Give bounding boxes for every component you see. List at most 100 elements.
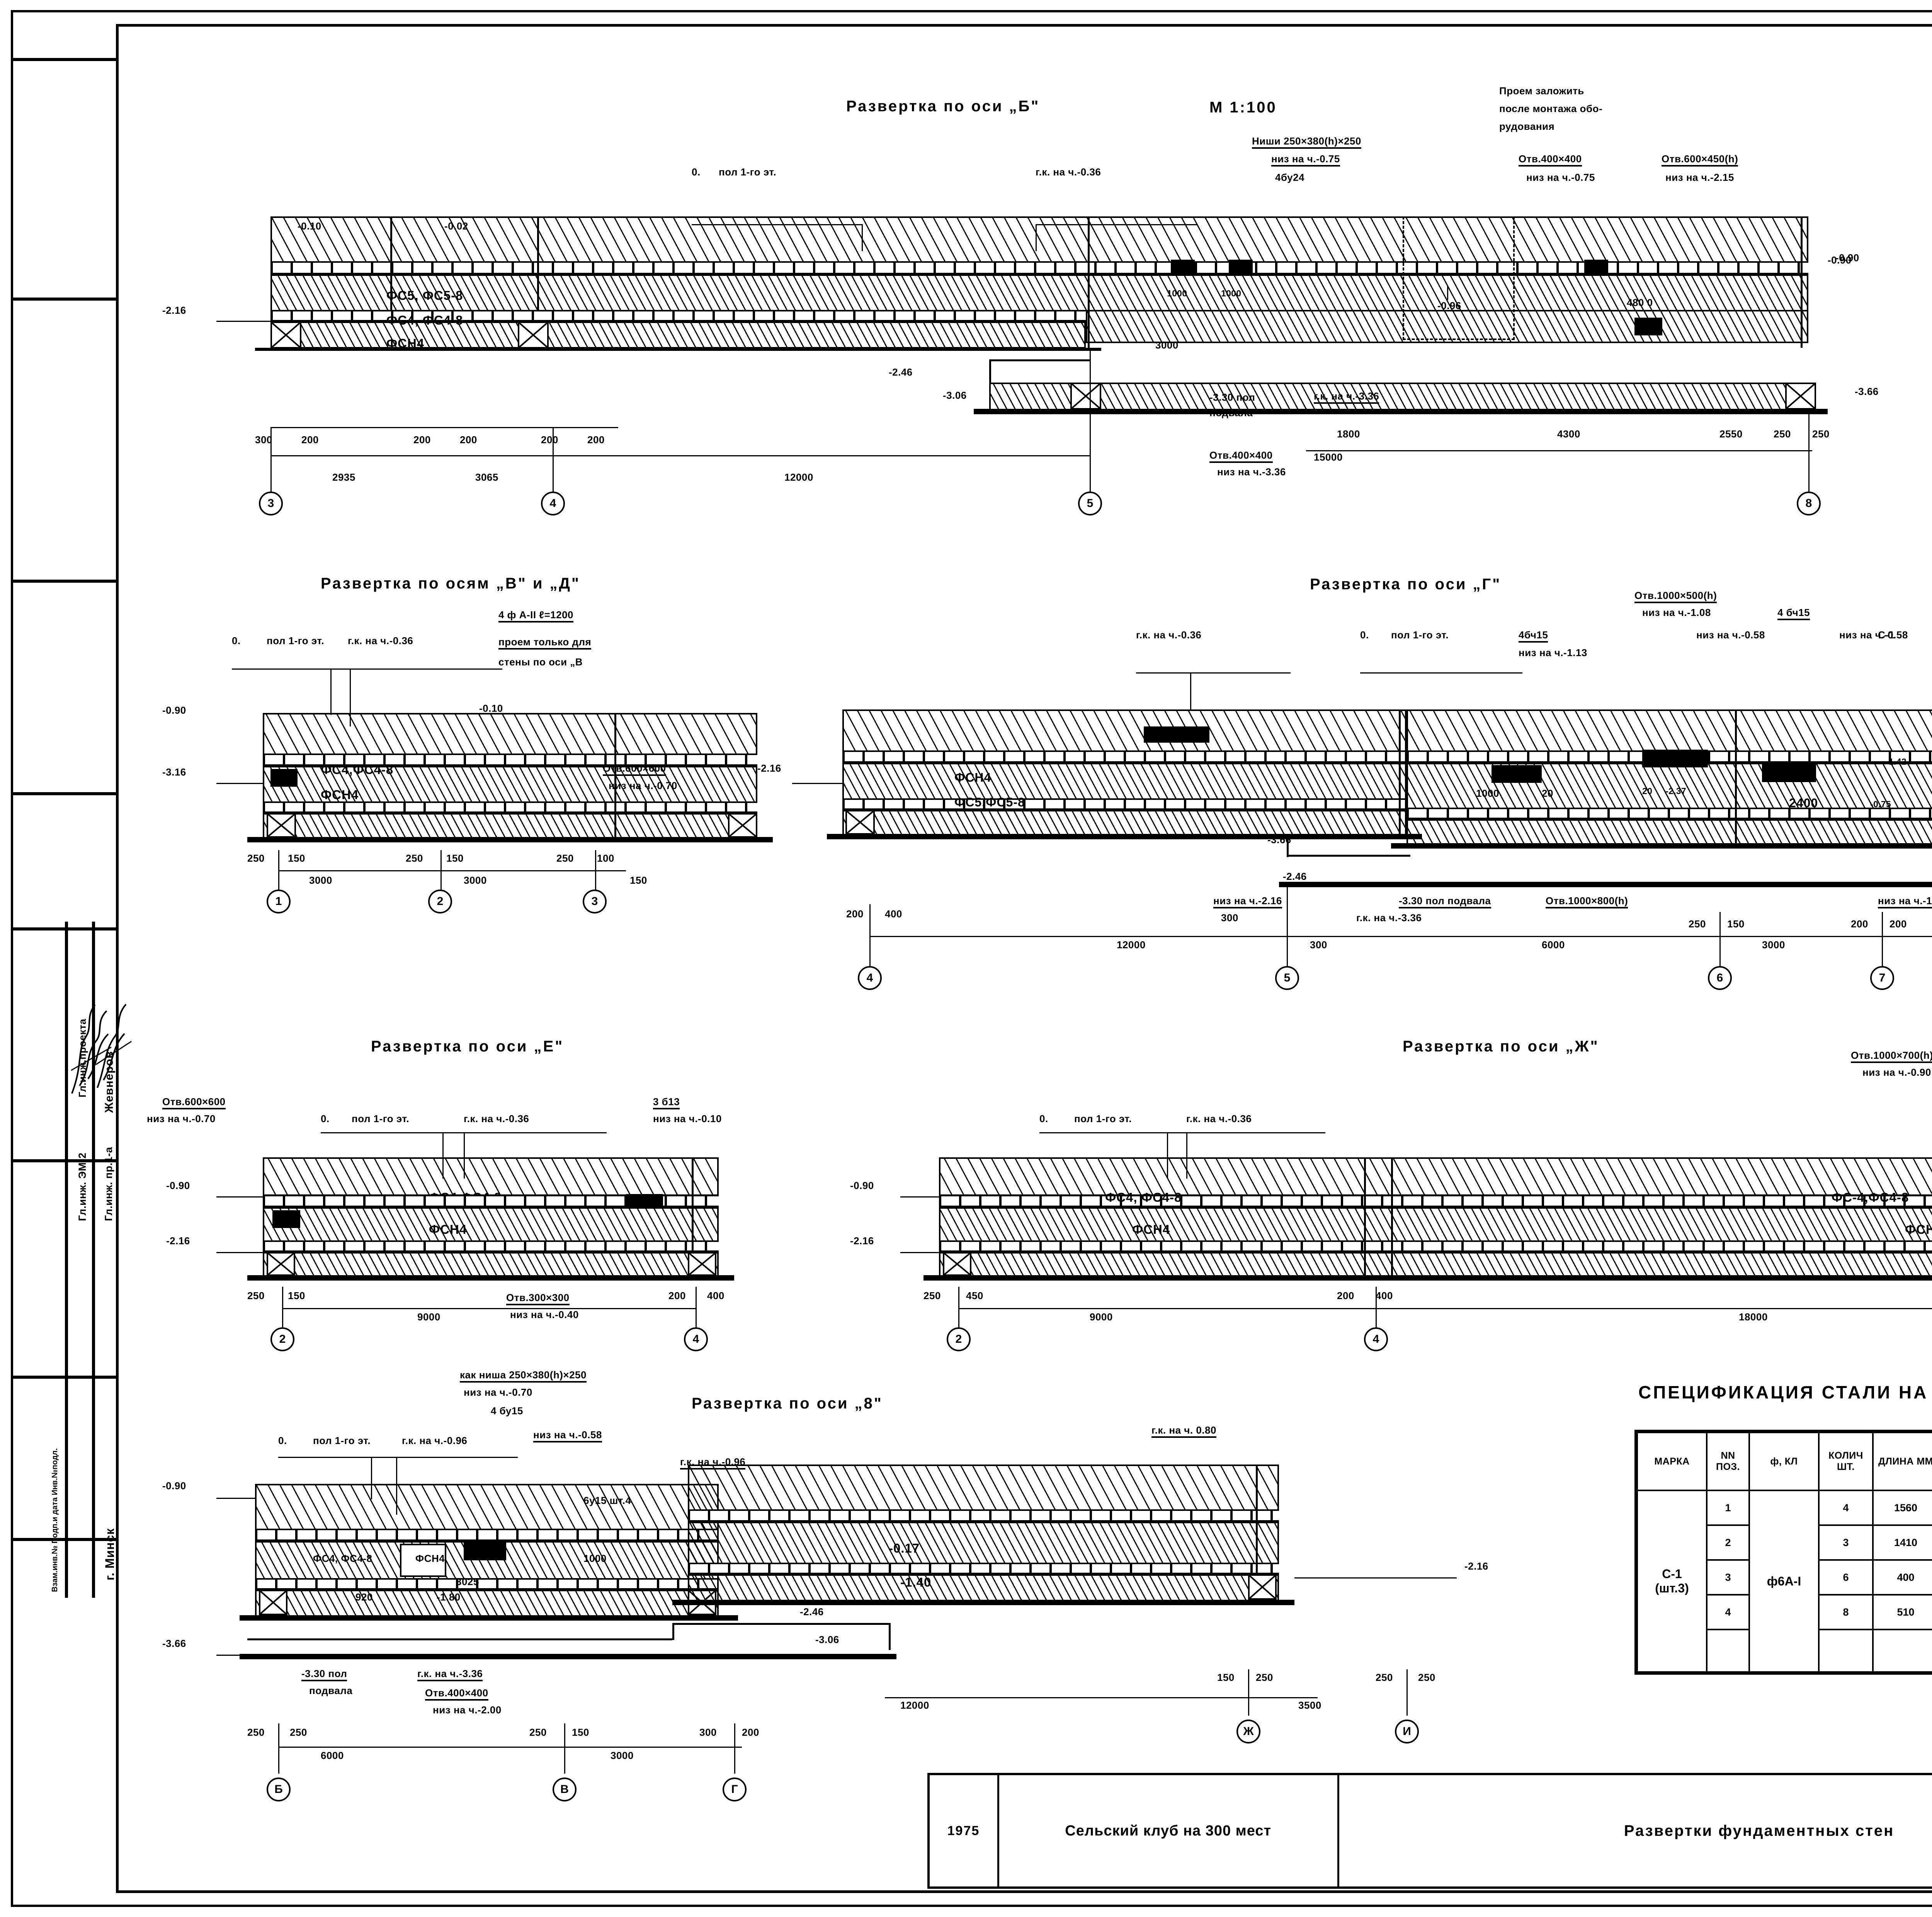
view-b-niche-label: Ниши 250×380(h)×250	[1252, 136, 1361, 149]
block-course-b2	[270, 310, 1086, 321]
dim-250: 250	[1812, 428, 1830, 440]
wall-elevation-g-right	[1406, 709, 1932, 752]
dim-250: 250	[1689, 918, 1706, 930]
leader	[1186, 1132, 1187, 1179]
view-e-hole-300-b: низ на ч.-0.40	[510, 1309, 579, 1320]
view-b-floor-label: пол 1-го эт.	[719, 166, 777, 178]
dim-200: 200	[742, 1726, 759, 1738]
view-b-hole-400b: Отв.400×400	[1209, 450, 1273, 463]
dim-400: 400	[1376, 1290, 1393, 1301]
leader	[442, 1132, 444, 1179]
view-8-floor: пол 1-го эт.	[313, 1435, 371, 1446]
margin-role-2: Гл.инж. пр.1-а	[103, 1147, 114, 1221]
frame-divider	[92, 922, 95, 1598]
spec-th-pos: NN ПОЗ.	[1706, 1432, 1750, 1491]
view-g-hole-1000x1000-b: 300	[1221, 912, 1238, 924]
ext-line	[734, 1723, 735, 1774]
frame-divider	[65, 922, 68, 1598]
footing-base-b	[255, 348, 1101, 351]
spec-mark: С-1	[1662, 1567, 1682, 1581]
dim-12000: 12000	[784, 471, 813, 483]
view-b-hole-400-bottom: низ на ч.-0.75	[1526, 172, 1595, 183]
view-zh-panel-5: ФСН4	[1905, 1222, 1932, 1237]
view-b-opening-note-1: Проем заложить	[1499, 85, 1584, 97]
view-g-bars-4b15: 4бч15	[1519, 630, 1548, 643]
dim-400: 400	[707, 1290, 724, 1301]
dim-250: 250	[556, 852, 574, 864]
view-b-level-246: -2.46	[889, 366, 913, 378]
axis-bubble-g: Г	[723, 1778, 747, 1801]
dim-450: 450	[966, 1290, 983, 1301]
block-course-zh	[939, 1195, 1932, 1207]
dim-9000: 9000	[417, 1311, 440, 1323]
pilaster-mark	[1391, 1157, 1393, 1277]
level-leader	[900, 1252, 939, 1253]
ext-line	[270, 427, 272, 500]
view-e-hole-600: Отв.600×600	[162, 1097, 226, 1109]
spec-len-1: 1560	[1872, 1490, 1932, 1526]
spec-qty-2: 3	[1818, 1524, 1874, 1561]
spec-pos-4: 4	[1706, 1594, 1750, 1630]
level-leader	[216, 1196, 263, 1197]
view-g-hole-1000-b: низ на ч.-1.08	[1642, 607, 1711, 618]
x-mark	[943, 1252, 971, 1276]
ext-line	[278, 850, 279, 896]
footing-base-8-left	[240, 1615, 738, 1621]
view-b-level-216: -2.16	[162, 304, 186, 316]
dim-250: 250	[1376, 1672, 1393, 1683]
leader	[278, 1457, 518, 1458]
tb-drawing-title-cell: Развертки фундаментных стен	[1339, 1775, 1932, 1886]
x-mark	[688, 1252, 716, 1276]
ext-line	[595, 850, 596, 896]
niche-box	[1229, 260, 1253, 276]
tb-year-cell: 1975	[930, 1775, 999, 1886]
dim-18000: 18000	[1739, 1311, 1768, 1323]
footing-base-zh	[923, 1275, 1932, 1281]
footing-lower-b	[989, 383, 1808, 410]
spec-th-len: ДЛИНА ММ	[1872, 1432, 1932, 1491]
dimension-line	[885, 1697, 1318, 1698]
basement-floor-8	[240, 1654, 896, 1659]
dim-15000: 15000	[1314, 451, 1343, 463]
ext-line	[282, 1287, 283, 1333]
wall-lower-zh	[939, 1207, 1932, 1242]
dim-150: 150	[1217, 1672, 1235, 1683]
view-zh-level-090: -0.90	[850, 1180, 874, 1191]
view-g-gk: г.к. на ч.-0.36	[1136, 629, 1202, 641]
dim-3000: 3000	[1762, 939, 1785, 951]
view-g-c1-label: низ на ч.-0.58	[1839, 629, 1908, 641]
dim-200: 200	[587, 434, 605, 446]
view-zh-panel-2: ФС-4,ФС4-8	[1832, 1190, 1909, 1204]
view-8-dim-920: ФСН4	[415, 1553, 445, 1564]
block-course-8-right2	[688, 1563, 1279, 1574]
spec-pos-empty	[1706, 1629, 1750, 1673]
axis-bubble-2: 2	[270, 1327, 294, 1351]
view-b-hole-400b-bottom: низ на ч.-3.36	[1217, 466, 1286, 478]
dim-400: 400	[885, 908, 902, 920]
spec-pos-1: 1	[1706, 1490, 1750, 1526]
basement-step-8b	[672, 1623, 889, 1625]
view-g-title: Развертка по оси „Г"	[1310, 576, 1502, 593]
opening-box	[464, 1543, 506, 1560]
footing-8-right	[688, 1574, 1279, 1601]
dim-150: 150	[572, 1726, 589, 1738]
spec-qty-empty	[1818, 1629, 1874, 1673]
opening-box	[1492, 765, 1542, 783]
view-8-dim-3025: ФС4, ФС4-8	[313, 1553, 372, 1564]
view-zh-zero: 0.	[1039, 1113, 1048, 1124]
step-line-g	[1287, 855, 1410, 857]
ext-line	[1287, 884, 1288, 974]
view-vd-note-1: проем только для	[498, 637, 592, 650]
view-e-gk: г.к. на ч.-0.36	[464, 1113, 529, 1124]
spec-row-empty	[1637, 1629, 1932, 1673]
view-8-panel-2: -1.40	[900, 1575, 932, 1589]
dim-2935: 2935	[332, 471, 355, 483]
dimension-line	[1306, 450, 1812, 451]
leader	[350, 668, 351, 726]
footing-base-8-right	[672, 1600, 1294, 1605]
pilaster-mark	[1399, 709, 1401, 835]
spec-len-4: 510	[1872, 1594, 1932, 1630]
opening-box	[270, 769, 298, 787]
view-g-gk-080: С-1	[1878, 629, 1895, 641]
wall-elevation-g-left	[842, 709, 1406, 752]
